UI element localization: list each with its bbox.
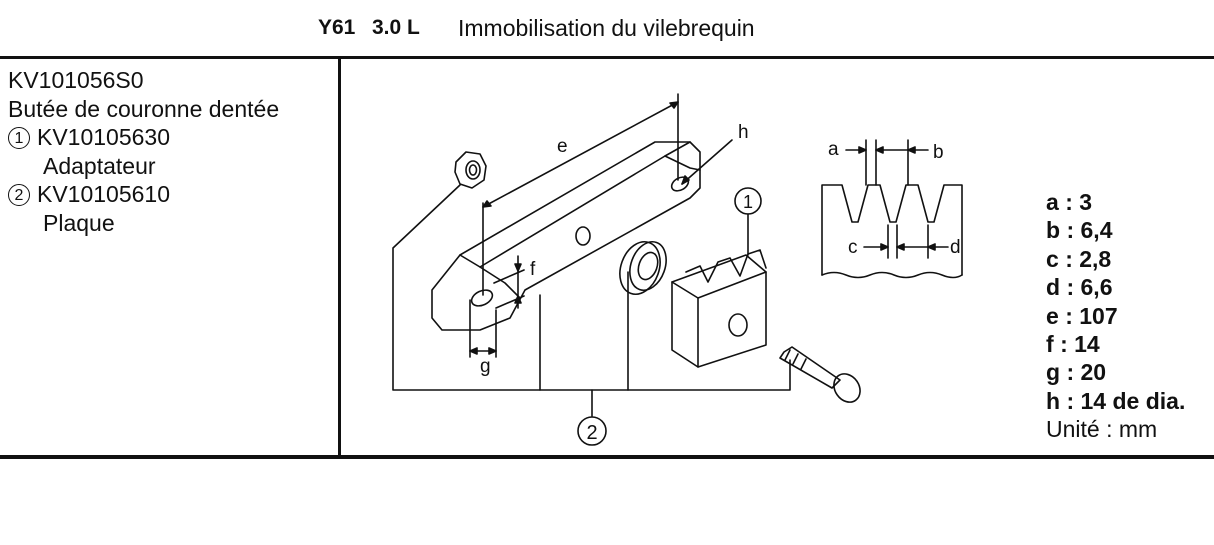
unit-label: Unité : mm xyxy=(1046,416,1158,443)
top-rule xyxy=(0,56,1214,59)
part-2-number: KV10105610 xyxy=(37,181,171,207)
part-1-name: Adaptateur xyxy=(43,152,156,179)
dimension-h xyxy=(681,139,733,185)
label-d: d xyxy=(950,237,961,258)
nut-drawing xyxy=(454,151,487,189)
tool-number: KV101056S0 xyxy=(8,67,144,93)
part-1-index: 1 xyxy=(8,127,30,149)
page-header: Y61 3.0 L Immobilisation du vilebrequin xyxy=(0,12,1214,44)
callout-1-label: 1 xyxy=(743,192,753,212)
part-2-name: Plaque xyxy=(43,209,115,236)
callout-2: 2 xyxy=(577,416,607,446)
bottom-rule xyxy=(0,455,1214,459)
dimension-row-f: f : 14 xyxy=(1046,331,1100,358)
callout-2-label: 2 xyxy=(586,422,597,444)
label-f: f xyxy=(530,259,536,280)
part-1-number-line: 1 KV10105630 xyxy=(8,123,279,152)
dimension-g xyxy=(469,299,497,358)
dimension-row-g: g : 20 xyxy=(1046,359,1107,386)
label-c: c xyxy=(848,237,858,258)
model-code: Y61 xyxy=(318,16,356,39)
adapter-drawing xyxy=(671,249,767,368)
column-divider xyxy=(338,58,341,457)
part-2-number-line: 2 KV10105610 xyxy=(8,180,279,209)
label-b: b xyxy=(933,142,944,163)
plate-drawing xyxy=(431,141,701,331)
dimension-row-e: e : 107 xyxy=(1046,302,1118,329)
engine-displacement: 3.0 L xyxy=(372,16,420,39)
label-h: h xyxy=(738,122,749,143)
dimension-f xyxy=(493,255,525,309)
dimension-row-d: d : 6,6 xyxy=(1046,274,1113,301)
dimension-row-b: b : 6,4 xyxy=(1046,217,1113,244)
dimension-e xyxy=(482,93,679,296)
washer-drawing xyxy=(619,240,667,295)
label-a: a xyxy=(828,139,839,160)
tool-name: Butée de couronne dentée xyxy=(8,95,280,122)
callout-1: 1 xyxy=(734,187,762,215)
label-e: e xyxy=(557,136,568,157)
dimension-row-a: a : 3 xyxy=(1046,189,1093,215)
page-title: Immobilisation du vilebrequin xyxy=(458,15,755,41)
part-2-index: 2 xyxy=(8,184,30,206)
dimension-row-c: c : 2,8 xyxy=(1046,245,1112,272)
tooth-profile-drawing xyxy=(821,139,963,279)
dimension-row-h: h : 14 de dia. xyxy=(1046,387,1186,414)
dimensions-list: a : 3 b : 6,4 c : 2,8 d : 6,6 e : 107 f … xyxy=(1046,188,1185,444)
callout-2-leaders xyxy=(392,184,791,417)
part-1-number: KV10105630 xyxy=(37,124,171,150)
label-g: g xyxy=(480,356,491,377)
bolt-drawing xyxy=(779,346,861,403)
